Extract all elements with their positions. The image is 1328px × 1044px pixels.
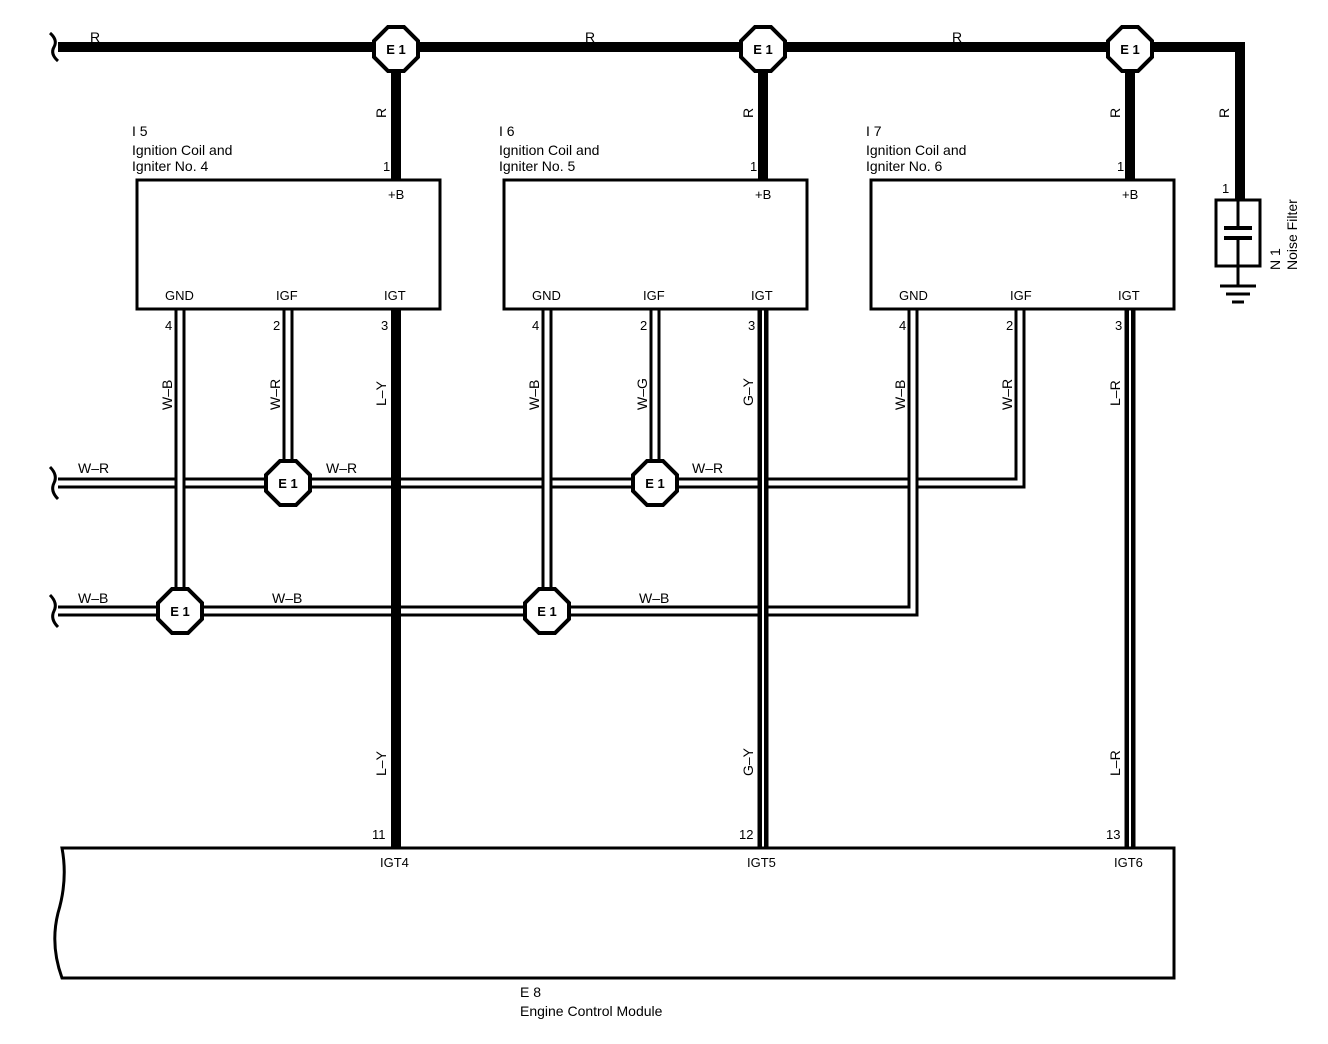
component-name: Noise Filter	[1284, 199, 1300, 270]
component-name: Igniter No. 6	[866, 158, 942, 174]
junction-connector-e1: E 1	[1106, 25, 1154, 73]
terminal-label: IGF	[276, 288, 298, 303]
wire-label-g-y: G–Y	[740, 377, 756, 406]
engine-control-module: 11 12 13 IGT4 IGT5 IGT6 E 8 Engine Contr…	[53, 827, 1176, 1019]
component-name: Engine Control Module	[520, 1003, 663, 1019]
junction-connector-e1: E 1	[631, 459, 679, 507]
wire-label-w-g: W–G	[634, 378, 650, 410]
terminal-label: IGT	[384, 288, 406, 303]
component-name: Ignition Coil and	[499, 142, 599, 158]
ignition-coil-6: I 7 Ignition Coil and Igniter No. 6 1 +B…	[866, 123, 1176, 333]
pin-number: 1	[1117, 159, 1124, 174]
component-name: Igniter No. 4	[132, 158, 208, 174]
terminal-label: +B	[388, 187, 404, 202]
wire-label-r: R	[373, 108, 389, 118]
component-code: I 6	[499, 123, 515, 139]
wire-label-l-r: L–R	[1107, 750, 1123, 776]
terminal-label: IGT4	[380, 855, 409, 870]
component-name: Ignition Coil and	[866, 142, 966, 158]
pin-number: 1	[1222, 181, 1229, 196]
component-name: Ignition Coil and	[132, 142, 232, 158]
pin-number: 1	[383, 159, 390, 174]
wire-label-w-b: W–B	[272, 590, 302, 606]
wire-label-w-b: W–B	[159, 380, 175, 410]
pin-number: 13	[1106, 827, 1120, 842]
wire-break-mark	[48, 465, 60, 501]
terminal-label: IGT	[1118, 288, 1140, 303]
pin-number: 3	[381, 318, 388, 333]
terminal-label: +B	[755, 187, 771, 202]
wire-label-r: R	[1107, 108, 1123, 118]
wire-label-l-y: L–Y	[373, 380, 389, 406]
component-name: Igniter No. 5	[499, 158, 575, 174]
wire-label-g-y: G–Y	[740, 747, 756, 776]
wire-label-r: R	[1216, 108, 1232, 118]
terminal-label: GND	[899, 288, 928, 303]
junction-connector-e1: E 1	[523, 587, 571, 635]
bus-wire-w-b	[48, 310, 919, 629]
junction-connector-e1: E 1	[372, 25, 420, 73]
pin-number: 4	[899, 318, 906, 333]
wire-label-r: R	[952, 29, 962, 45]
svg-text:E 1: E 1	[278, 476, 298, 491]
wire-break-mark	[48, 31, 60, 63]
wire-label-w-r: W–R	[692, 460, 723, 476]
component-code: I 7	[866, 123, 882, 139]
wire-label-w-b: W–B	[78, 590, 108, 606]
wire-label-w-r: W–R	[999, 379, 1015, 410]
terminal-label: GND	[165, 288, 194, 303]
component-code: E 8	[520, 984, 541, 1000]
component-code: N 1	[1267, 248, 1283, 270]
wire-label-w-b: W–B	[892, 380, 908, 410]
noise-filter: 1 N 1 Noise Filter	[1214, 181, 1300, 304]
pin-number: 2	[1006, 318, 1013, 333]
terminal-label: IGT6	[1114, 855, 1143, 870]
svg-text:E 1: E 1	[537, 604, 557, 619]
svg-text:E 1: E 1	[1120, 42, 1140, 57]
svg-text:E 1: E 1	[170, 604, 190, 619]
terminal-label: +B	[1122, 187, 1138, 202]
ground-icon	[1220, 284, 1256, 304]
power-wire-r	[48, 31, 1245, 200]
pin-number: 3	[1115, 318, 1122, 333]
pin-number: 11	[372, 827, 386, 842]
ignition-coil-4: I 5 Ignition Coil and Igniter No. 4 1 +B…	[132, 123, 442, 333]
ignition-coil-5: I 6 Ignition Coil and Igniter No. 5 1 +B…	[499, 123, 809, 333]
terminal-label: IGF	[643, 288, 665, 303]
wire-label-l-y: L–Y	[373, 750, 389, 776]
junction-connector-e1: E 1	[739, 25, 787, 73]
terminal-label: IGT5	[747, 855, 776, 870]
wire-label-r: R	[90, 29, 100, 45]
pin-number: 2	[273, 318, 280, 333]
wire-label-r: R	[740, 108, 756, 118]
wire-break-mark	[48, 593, 60, 629]
wire-label-w-r: W–R	[326, 460, 357, 476]
svg-text:E 1: E 1	[753, 42, 773, 57]
wire-label-w-r: W–R	[78, 460, 109, 476]
svg-text:E 1: E 1	[645, 476, 665, 491]
bus-wire-w-r	[48, 310, 1026, 501]
wire-label-r: R	[585, 29, 595, 45]
wire-label-l-r: L–R	[1107, 380, 1123, 406]
terminal-label: GND	[532, 288, 561, 303]
pin-number: 4	[532, 318, 539, 333]
wire-label-w-r: W–R	[267, 379, 283, 410]
component-code: I 5	[132, 123, 148, 139]
wire-label-w-b: W–B	[526, 380, 542, 410]
pin-number: 3	[748, 318, 755, 333]
junction-connector-e1: E 1	[264, 459, 312, 507]
pin-number: 12	[739, 827, 753, 842]
pin-number: 1	[750, 159, 757, 174]
pin-number: 4	[165, 318, 172, 333]
terminal-label: IGF	[1010, 288, 1032, 303]
svg-text:E 1: E 1	[386, 42, 406, 57]
wire-label-w-b: W–B	[639, 590, 669, 606]
pin-number: 2	[640, 318, 647, 333]
terminal-label: IGT	[751, 288, 773, 303]
junction-connector-e1: E 1	[156, 587, 204, 635]
